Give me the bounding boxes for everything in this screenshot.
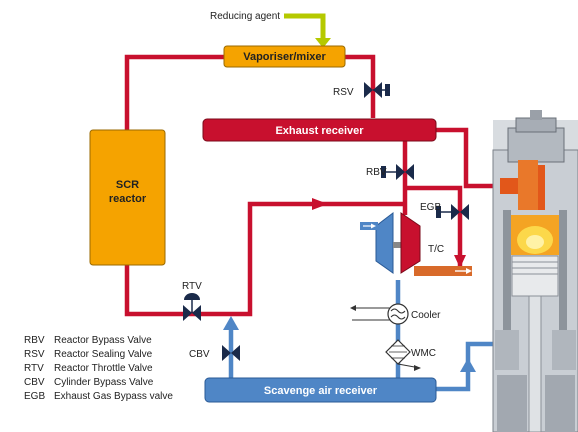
scavenge-air-receiver: [204, 377, 437, 403]
legend-text-rbv: Reactor Bypass Valve: [54, 335, 152, 346]
flow-arrow-exhaust: [312, 198, 328, 210]
reducing-agent-label: Reducing agent: [210, 11, 280, 22]
air-pipes: [228, 280, 498, 392]
legend-abbr-rsv: RSV: [24, 349, 45, 360]
tc-shaft: [393, 242, 401, 248]
cooler-label: Cooler: [411, 310, 441, 321]
tc-turbine: [400, 212, 421, 274]
cbv-label: CBV: [189, 349, 210, 360]
exhaust-pipes: [124, 54, 500, 317]
legend-text-rtv: Reactor Throttle Valve: [54, 363, 153, 374]
scavenge-receiver-label: Scavenge air receiver: [264, 385, 378, 397]
rtv-valve: [183, 293, 201, 321]
exhaust-receiver: [202, 118, 437, 142]
wmc: [385, 339, 421, 371]
scr-label-line1: SCR: [116, 179, 139, 191]
tc-exhaust-outlet: [414, 266, 472, 276]
rbv-label: RBV: [366, 167, 387, 178]
reducing-agent-line: [284, 13, 331, 48]
legend-abbr-rbv: RBV: [24, 335, 45, 346]
cbv-valve: [222, 345, 240, 361]
rtv-label: RTV: [182, 281, 202, 292]
turbocharger: [375, 211, 421, 274]
cooler: [350, 303, 409, 325]
legend-abbr-egb: EGB: [24, 391, 45, 402]
egb-valve: [436, 204, 469, 220]
legend-abbr-rtv: RTV: [24, 363, 44, 374]
flow-arrow-air-engine: [460, 358, 476, 372]
rsv-valve: [364, 82, 390, 98]
legend: RBV Reactor Bypass Valve RSV Reactor Sea…: [24, 335, 173, 402]
legend-text-egb: Exhaust Gas Bypass valve: [54, 391, 173, 402]
egb-label: EGB: [420, 202, 441, 213]
rbv-valve: [381, 164, 414, 180]
engine-cutaway-illustration: [492, 110, 578, 432]
vaporiser-label: Vaporiser/mixer: [243, 51, 326, 63]
wmc-label: WMC: [411, 348, 436, 359]
flow-arrow-air-cbv: [223, 316, 239, 330]
legend-abbr-cbv: CBV: [24, 377, 45, 388]
flow-arrow-egb: [454, 255, 466, 268]
scr-label-line2: reactor: [109, 193, 147, 205]
legend-text-cbv: Cylinder Bypass Valve: [54, 377, 154, 388]
scr-reactor: [89, 129, 166, 266]
vaporiser-mixer: [223, 45, 346, 68]
rsv-label: RSV: [333, 87, 354, 98]
legend-text-rsv: Reactor Sealing Valve: [54, 349, 153, 360]
tc-compressor: [375, 211, 394, 274]
tc-label: T/C: [428, 244, 444, 255]
exhaust-receiver-label: Exhaust receiver: [275, 125, 364, 137]
